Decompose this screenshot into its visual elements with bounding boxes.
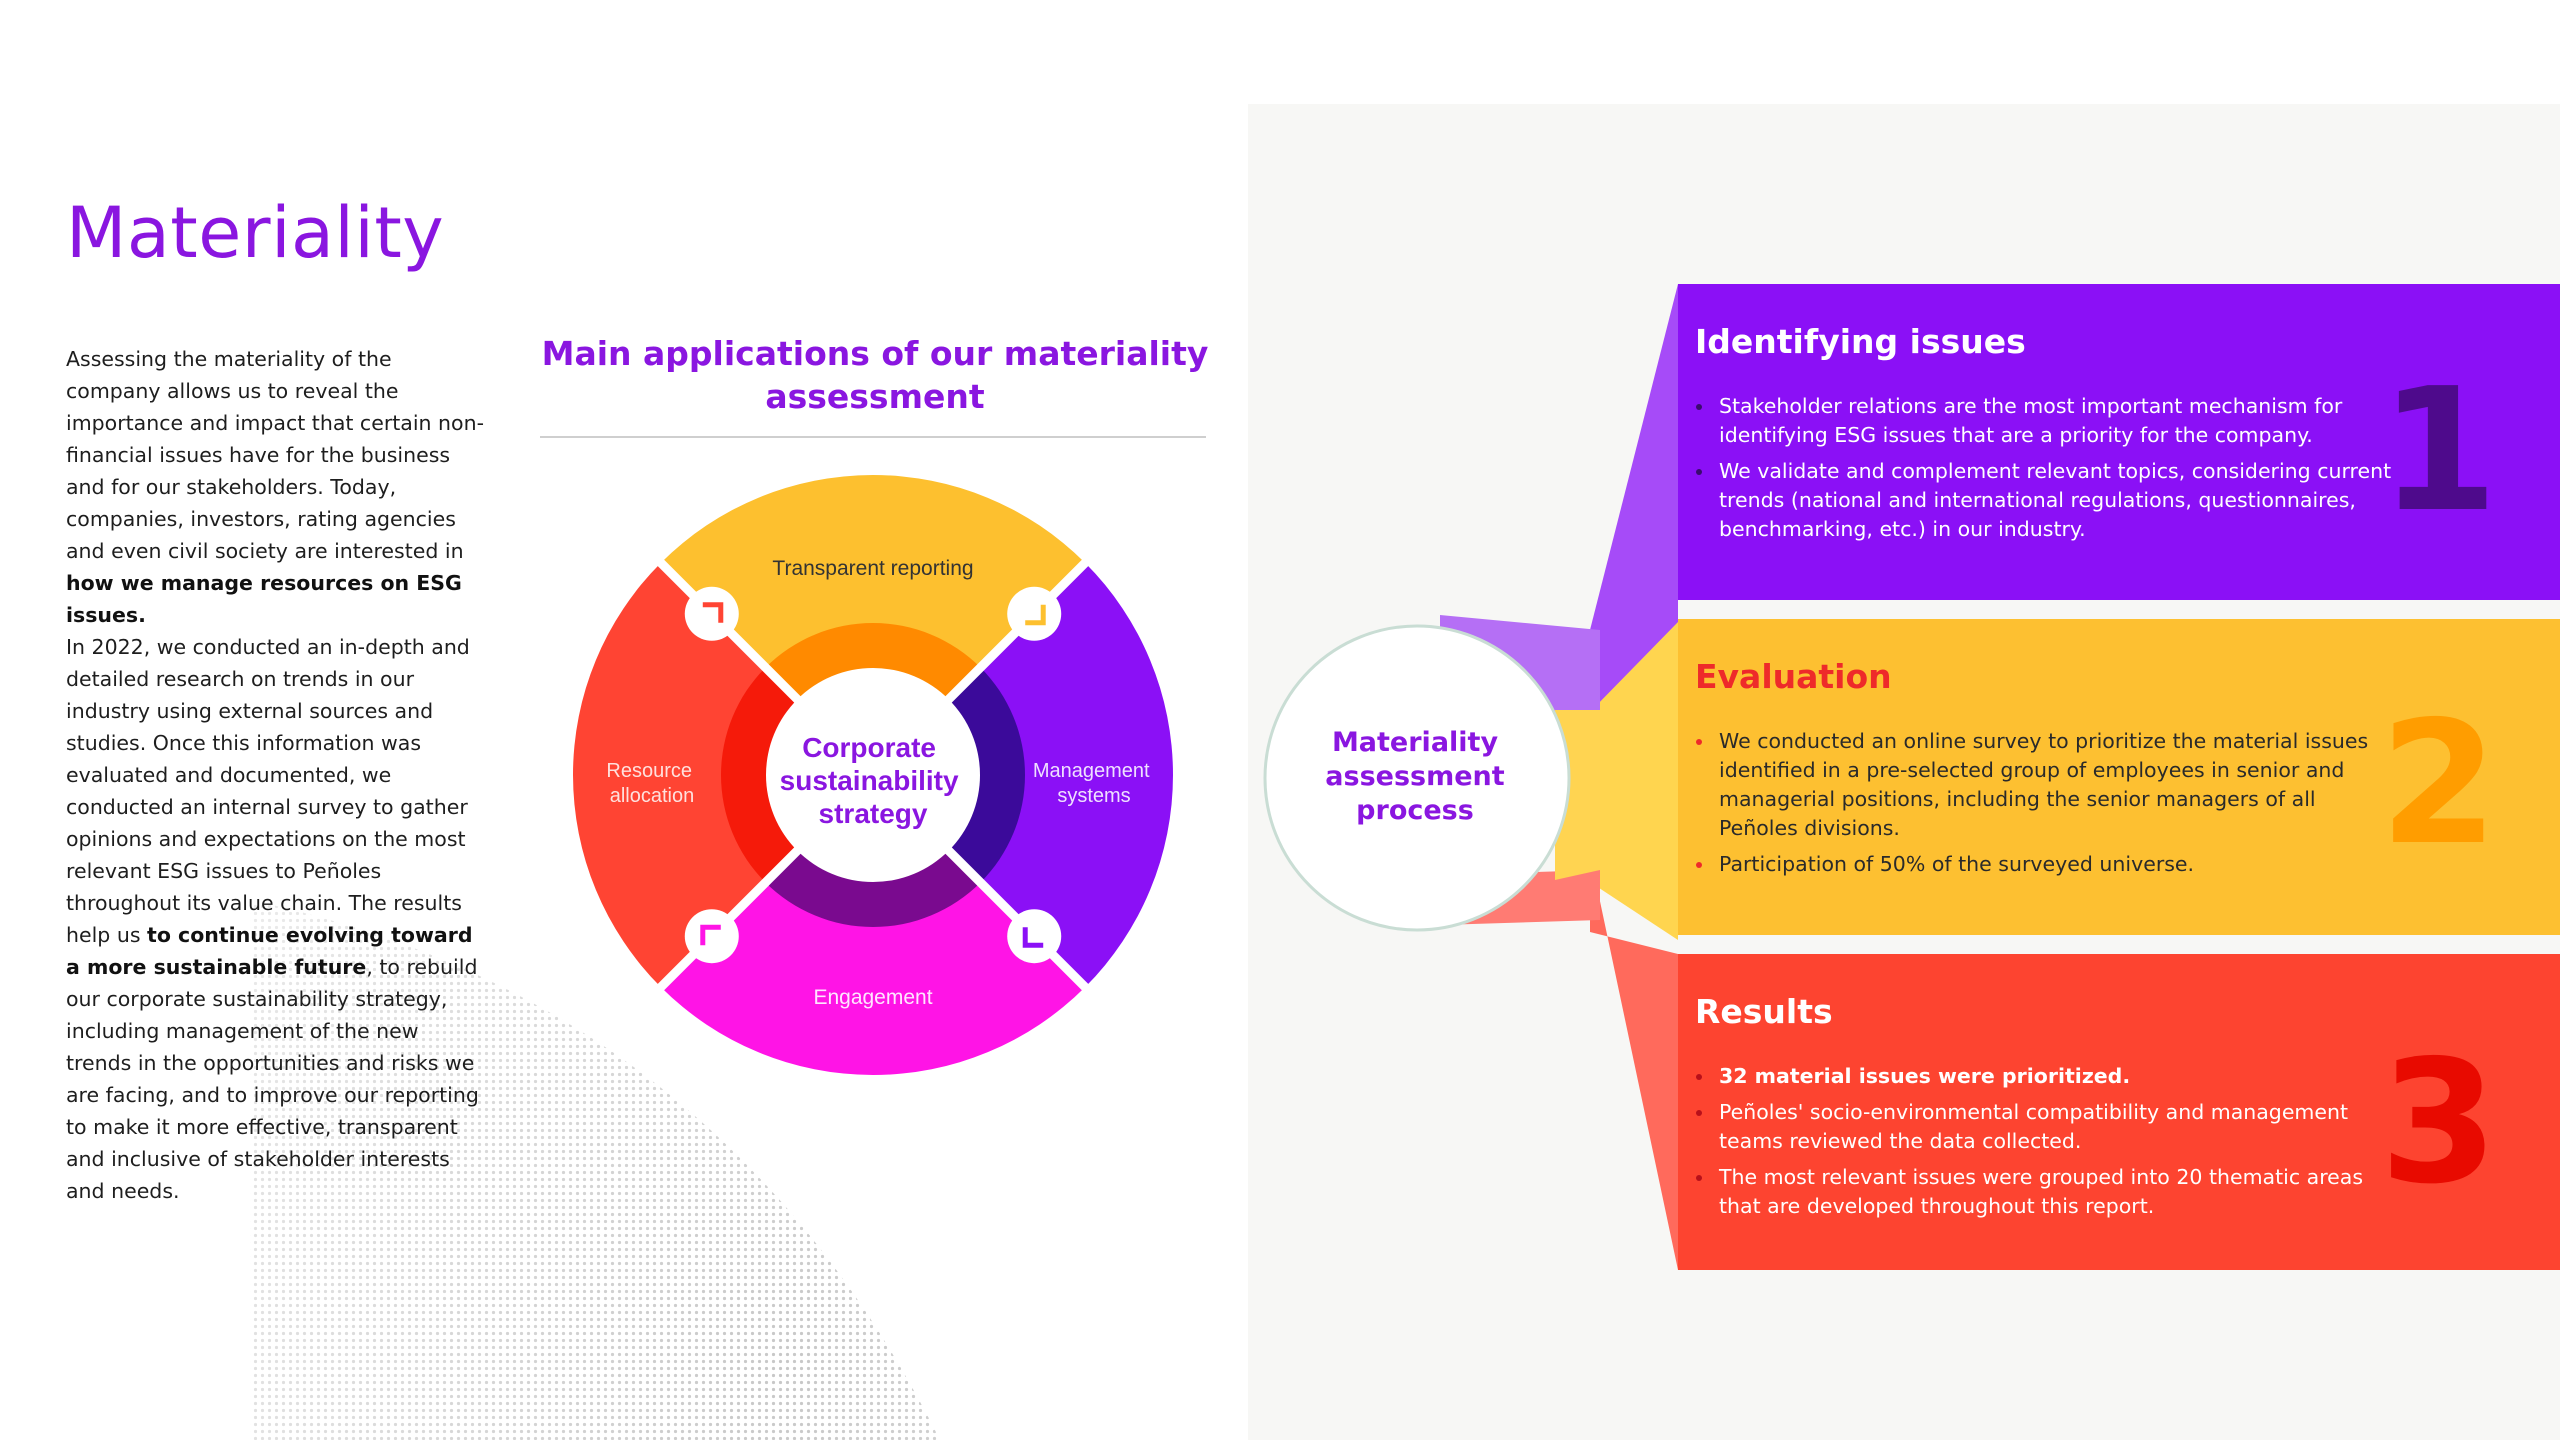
process-connector bbox=[1263, 284, 1678, 1270]
panel-identifying-issues: Identifying issues Stakeholder relations… bbox=[1678, 284, 2560, 600]
process-label-line: Materiality bbox=[1331, 727, 1499, 758]
panel-title: Evaluation bbox=[1695, 657, 1892, 696]
corner-marker-glyph bbox=[700, 924, 721, 946]
process-label-line: process bbox=[1356, 795, 1474, 826]
process-circle bbox=[1263, 624, 1571, 932]
label-transparent-reporting: Transparent reporting bbox=[772, 557, 973, 580]
panel-number: 3 bbox=[2379, 1024, 2498, 1222]
intro-paragraph-1: Assessing the materiality of the company… bbox=[66, 343, 486, 631]
center-label: Corporate sustainability strategy bbox=[780, 732, 967, 829]
wheel-heading: Main applications of our materiality ass… bbox=[541, 334, 1209, 416]
page-title: Materiality bbox=[66, 192, 445, 274]
list-item: Stakeholder relations are the most impor… bbox=[1695, 392, 2395, 450]
list-item: Participation of 50% of the surveyed uni… bbox=[1695, 850, 2395, 879]
panel-list: Stakeholder relations are the most impor… bbox=[1695, 392, 2395, 551]
wheel-segment-bottom bbox=[660, 881, 1086, 1075]
intro-text: , to rebuild our corporate sustainabilit… bbox=[66, 955, 479, 1203]
intro-highlight: to continue evolving toward a more susta… bbox=[66, 923, 473, 979]
list-item: We validate and complement relevant topi… bbox=[1695, 457, 2395, 544]
center-line: strategy bbox=[819, 798, 928, 829]
label-management-systems: Management systems bbox=[1033, 760, 1155, 807]
corner-marker bbox=[1007, 909, 1062, 964]
label-line: systems bbox=[1057, 785, 1130, 807]
panel-number: 1 bbox=[2379, 352, 2498, 550]
applications-wheel: Transparent reporting Engagement Resourc… bbox=[573, 475, 1173, 1075]
corner-marker bbox=[684, 909, 739, 964]
corner-markers bbox=[684, 586, 1062, 964]
label-resource-allocation: Resource allocation bbox=[606, 760, 697, 807]
connector-evaluation bbox=[1590, 622, 1678, 940]
panel-list: 32 material issues were prioritized. Peñ… bbox=[1695, 1062, 2395, 1228]
connector-identify bbox=[1590, 284, 1678, 712]
panel-title: Identifying issues bbox=[1695, 322, 2026, 361]
intro-paragraph-2: In 2022, we conducted an in-depth and de… bbox=[66, 631, 486, 1207]
list-item: Peñoles' socio-environmental compatibili… bbox=[1695, 1098, 2395, 1156]
center-line: Corporate bbox=[802, 732, 936, 763]
panel-results: Results 32 material issues were prioriti… bbox=[1678, 954, 2560, 1270]
panel-list: We conducted an online survey to priorit… bbox=[1695, 727, 2395, 886]
label-line: Resource bbox=[606, 760, 692, 782]
wheel-segment-right bbox=[979, 562, 1173, 988]
connector-results bbox=[1590, 854, 1678, 1270]
intro-text: Assessing the materiality of the company… bbox=[66, 347, 484, 563]
panel-number: 2 bbox=[2379, 685, 2498, 883]
label-line: allocation bbox=[610, 785, 695, 807]
wheel-segment-left bbox=[573, 562, 767, 988]
process-label: Materiality assessment process bbox=[1290, 726, 1540, 828]
label-engagement: Engagement bbox=[813, 986, 932, 1009]
panel-evaluation: Evaluation We conducted an online survey… bbox=[1678, 619, 2560, 935]
process-label-line: assessment bbox=[1325, 761, 1505, 792]
label-line: Management bbox=[1033, 760, 1150, 782]
list-item: The most relevant issues were grouped in… bbox=[1695, 1163, 2395, 1221]
corner-marker-glyph bbox=[1022, 927, 1044, 948]
wheel-segment-top bbox=[660, 475, 1086, 669]
corner-marker-glyph bbox=[702, 602, 724, 623]
wheel-center bbox=[766, 668, 980, 882]
intro-highlight: how we manage resources on ESG issues. bbox=[66, 571, 462, 627]
dot-pattern-decoration bbox=[250, 900, 940, 1440]
list-item: 32 material issues were prioritized. bbox=[1695, 1062, 2395, 1091]
heading-divider bbox=[540, 436, 1206, 438]
corner-marker bbox=[1007, 586, 1062, 641]
center-line: sustainability bbox=[780, 765, 959, 796]
intro-text: In 2022, we conducted an in-depth and de… bbox=[66, 635, 470, 947]
corner-marker bbox=[684, 586, 739, 641]
corner-marker-glyph bbox=[1025, 604, 1046, 626]
panel-title: Results bbox=[1695, 992, 1833, 1031]
list-item: We conducted an online survey to priorit… bbox=[1695, 727, 2395, 843]
